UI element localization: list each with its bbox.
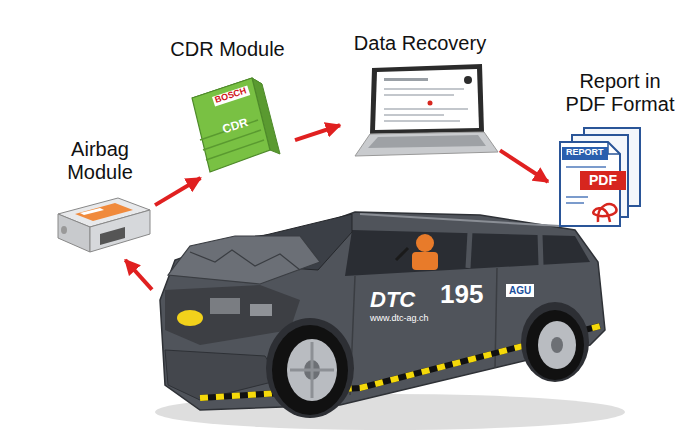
node-heading: Airbag Module (58, 138, 142, 184)
device-label: CDR (221, 116, 250, 137)
node-heading: CDR Module (160, 38, 295, 61)
flow-arrow (295, 125, 340, 140)
crash-test-car (538, 321, 576, 369)
crash-test-car (540, 234, 541, 265)
crash-test-car (521, 302, 589, 382)
report-document-icon (580, 171, 626, 190)
report-document-icon (560, 142, 620, 226)
crash-test-car (168, 236, 320, 284)
crash-test-car (345, 230, 590, 276)
laptop-icon (428, 101, 433, 106)
car-number: 195 (440, 280, 483, 309)
car-logo-text: DTC (370, 288, 415, 312)
cdr-module-icon (206, 140, 264, 160)
car-node: DTC www.dtc-ag.ch 195 AGU (152, 208, 607, 423)
laptop-icon (355, 132, 498, 156)
car-sponsor-text: AGU (506, 284, 534, 297)
crash-test-car (287, 339, 337, 401)
crash-test-car (396, 248, 408, 260)
crash-test-car (412, 252, 438, 270)
report-document-icon (566, 202, 584, 204)
crash-test-car (526, 310, 584, 380)
crash-test-car (290, 369, 334, 372)
laptop-icon (384, 108, 468, 110)
node-heading: Data Recovery (340, 32, 500, 55)
laptop-icon (384, 114, 444, 116)
crash-test-car (360, 214, 560, 226)
cdr-module-icon (192, 78, 280, 172)
cdr-module-node: CDR Module (160, 38, 295, 178)
laptop-icon (384, 120, 460, 122)
laptop-icon (375, 69, 479, 130)
crash-test-car (468, 232, 470, 268)
flow-arrow (125, 260, 152, 290)
report-document-icon (562, 147, 608, 160)
airbag-module-icon (58, 214, 90, 252)
laptop-icon (355, 64, 498, 156)
crash-test-car (272, 325, 348, 415)
crash-test-car (250, 304, 272, 316)
flow-arrow (500, 150, 548, 181)
flow-arrow (155, 178, 201, 205)
cdr-module-icon (192, 78, 270, 172)
file-type-label: PDF (589, 173, 617, 188)
laptop-icon (370, 64, 484, 134)
laptop-icon (368, 135, 486, 148)
node-heading: Report in PDF Format (561, 70, 679, 116)
crash-test-car (190, 250, 300, 270)
document-header: REPORT (566, 148, 604, 158)
airbag-module-icon (80, 208, 104, 215)
airbag-module-icon (58, 198, 150, 252)
airbag-module-icon (75, 203, 133, 221)
airbag-module-icon (61, 226, 67, 234)
laptop-icon (384, 94, 454, 96)
laptop-icon (384, 78, 428, 81)
airbag-module-node: Airbag Module (45, 138, 155, 260)
airbag-module-icon (100, 227, 125, 245)
laptop-icon (384, 88, 464, 90)
report-document-icon (593, 204, 616, 222)
report-document-icon (566, 196, 588, 198)
crash-test-car (210, 298, 240, 314)
crash-test-car (155, 212, 625, 430)
brand-logo-text: BOSCH (212, 86, 250, 107)
car-url-text: www.dtc-ag.ch (370, 314, 429, 324)
crash-test-car (160, 212, 605, 410)
report-document-icon (560, 128, 640, 226)
crash-test-car (266, 318, 354, 418)
crash-test-car (551, 337, 563, 353)
laptop-icon (464, 76, 472, 84)
crash-test-car (177, 310, 203, 326)
crash-test-car (416, 234, 434, 252)
data-recovery-node: Data Recovery (340, 32, 500, 158)
report-document-icon (608, 142, 620, 154)
report-document-icon (566, 166, 606, 168)
